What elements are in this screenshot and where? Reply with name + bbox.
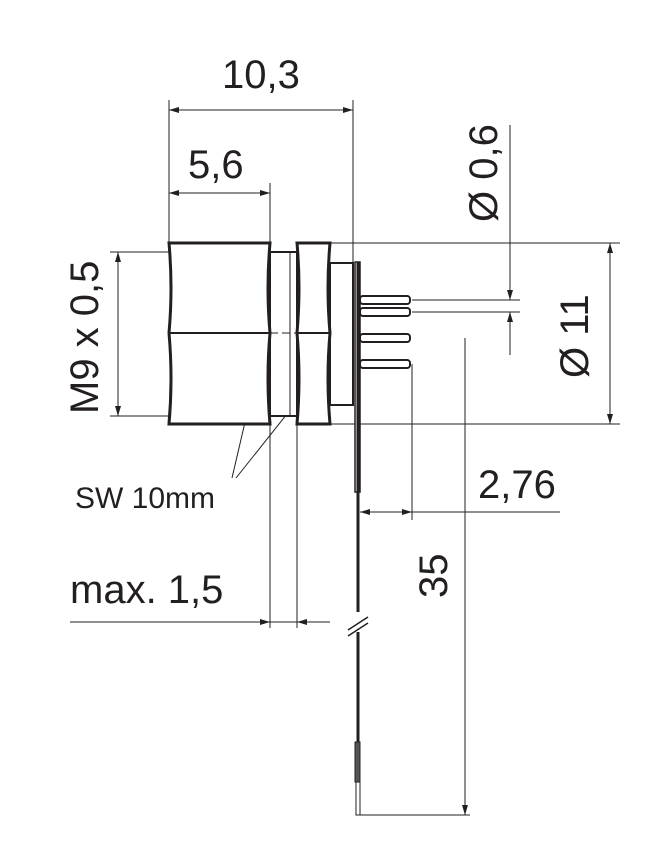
thread-section bbox=[269, 251, 298, 417]
dim-overall-length: 10,3 bbox=[222, 53, 300, 97]
contact-pins bbox=[359, 295, 411, 369]
wire bbox=[347, 261, 369, 816]
dim-pin-spacing: 2,76 bbox=[478, 463, 556, 507]
dim-nut-length: 5,6 bbox=[188, 143, 244, 187]
connector-body bbox=[167, 241, 411, 816]
dim-panel-thickness: max. 1,5 bbox=[70, 568, 223, 612]
dim-thread: M9 x 0,5 bbox=[63, 261, 107, 414]
dim-flange-diameter: Ø 11 bbox=[553, 294, 597, 378]
flange bbox=[329, 262, 354, 406]
wrench-size-label: SW 10mm bbox=[75, 482, 215, 515]
dim-wire-length: 35 bbox=[412, 554, 456, 599]
break-mark bbox=[347, 616, 369, 631]
dim-pin-diameter: Ø 0,6 bbox=[462, 124, 506, 222]
extension-lines bbox=[110, 100, 620, 816]
